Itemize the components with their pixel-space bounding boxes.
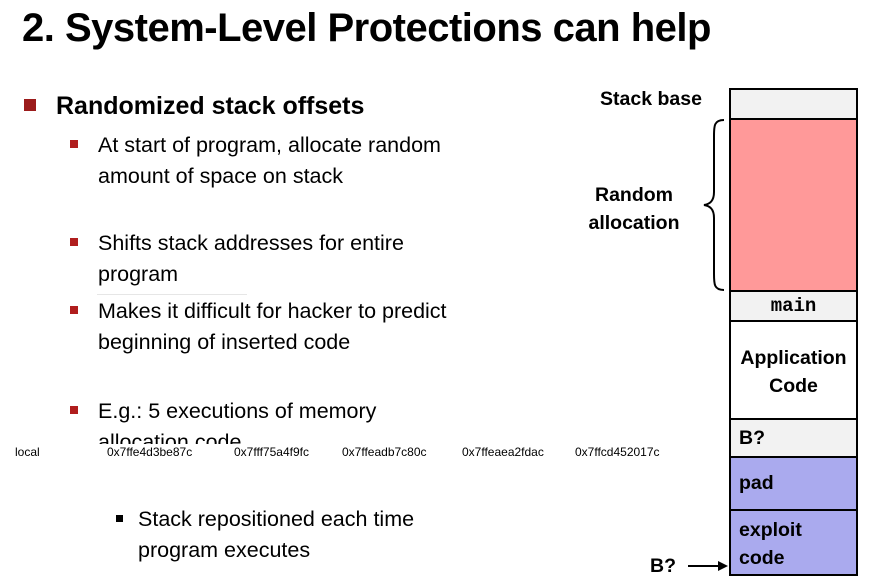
random-label-line: allocation <box>588 212 680 234</box>
sub-sub-bullet-text: Stack repositioned each time program exe… <box>138 507 415 562</box>
exploit-line: exploit <box>739 519 802 541</box>
pad-box: pad <box>729 456 858 511</box>
b-address-box: B? <box>729 418 858 458</box>
main-bullet-text: Randomized stack offsets <box>56 92 365 120</box>
divider <box>97 294 247 295</box>
address-value: 0x7ffeaea2fdac <box>462 445 544 459</box>
curly-brace-icon <box>703 119 725 291</box>
address-value: 0x7ffeadb7c80c <box>342 445 427 459</box>
main-frame-box: main <box>729 290 858 322</box>
b-pointer-label: B? <box>650 555 676 577</box>
sub-bullet-1: At start of program, allocate random amo… <box>70 130 450 192</box>
sub-bullet-text: Shifts stack addresses for entire progra… <box>98 231 404 286</box>
sub-bullet-2: Shifts stack addresses for entire progra… <box>70 228 450 290</box>
random-label-line: Random <box>595 184 673 206</box>
slide-title: 2. System-Level Protections can help <box>22 6 711 50</box>
arrow-right-icon <box>688 561 728 571</box>
bullet-square-icon <box>70 406 78 414</box>
main-bullet: Randomized stack offsets <box>24 92 364 121</box>
sub-bullet-text: Makes it difficult for hacker to predict… <box>98 299 447 354</box>
address-value: 0x7ffe4d3be87c <box>107 445 193 459</box>
sub-bullet-text: At start of program, allocate random amo… <box>98 133 441 188</box>
sub-bullet-3: Makes it difficult for hacker to predict… <box>70 296 450 358</box>
random-allocation-label: Random allocation <box>578 181 690 237</box>
exploit-line: code <box>739 547 785 569</box>
bullet-square-icon <box>116 515 123 522</box>
address-value: 0x7ffcd452017c <box>575 445 660 459</box>
bullet-square-icon <box>70 306 78 314</box>
app-code-line: Application <box>740 347 847 369</box>
sub-sub-bullet: Stack repositioned each time program exe… <box>116 504 456 566</box>
app-code-line: Code <box>769 375 818 397</box>
address-table-row: local 0x7ffe4d3be87c 0x7fff75a4f9fc 0x7f… <box>0 444 700 460</box>
address-row-label: local <box>15 445 40 459</box>
random-allocation-box <box>729 118 858 292</box>
exploit-code-box: exploit code <box>729 509 858 576</box>
stack-base-box <box>729 88 858 120</box>
bullet-square-icon <box>70 238 78 246</box>
stack-base-label: Stack base <box>600 88 702 110</box>
bullet-square-icon <box>70 140 78 148</box>
bullet-square-icon <box>24 99 36 112</box>
address-value: 0x7fff75a4f9fc <box>234 445 309 459</box>
application-code-box: Application Code <box>729 320 858 420</box>
